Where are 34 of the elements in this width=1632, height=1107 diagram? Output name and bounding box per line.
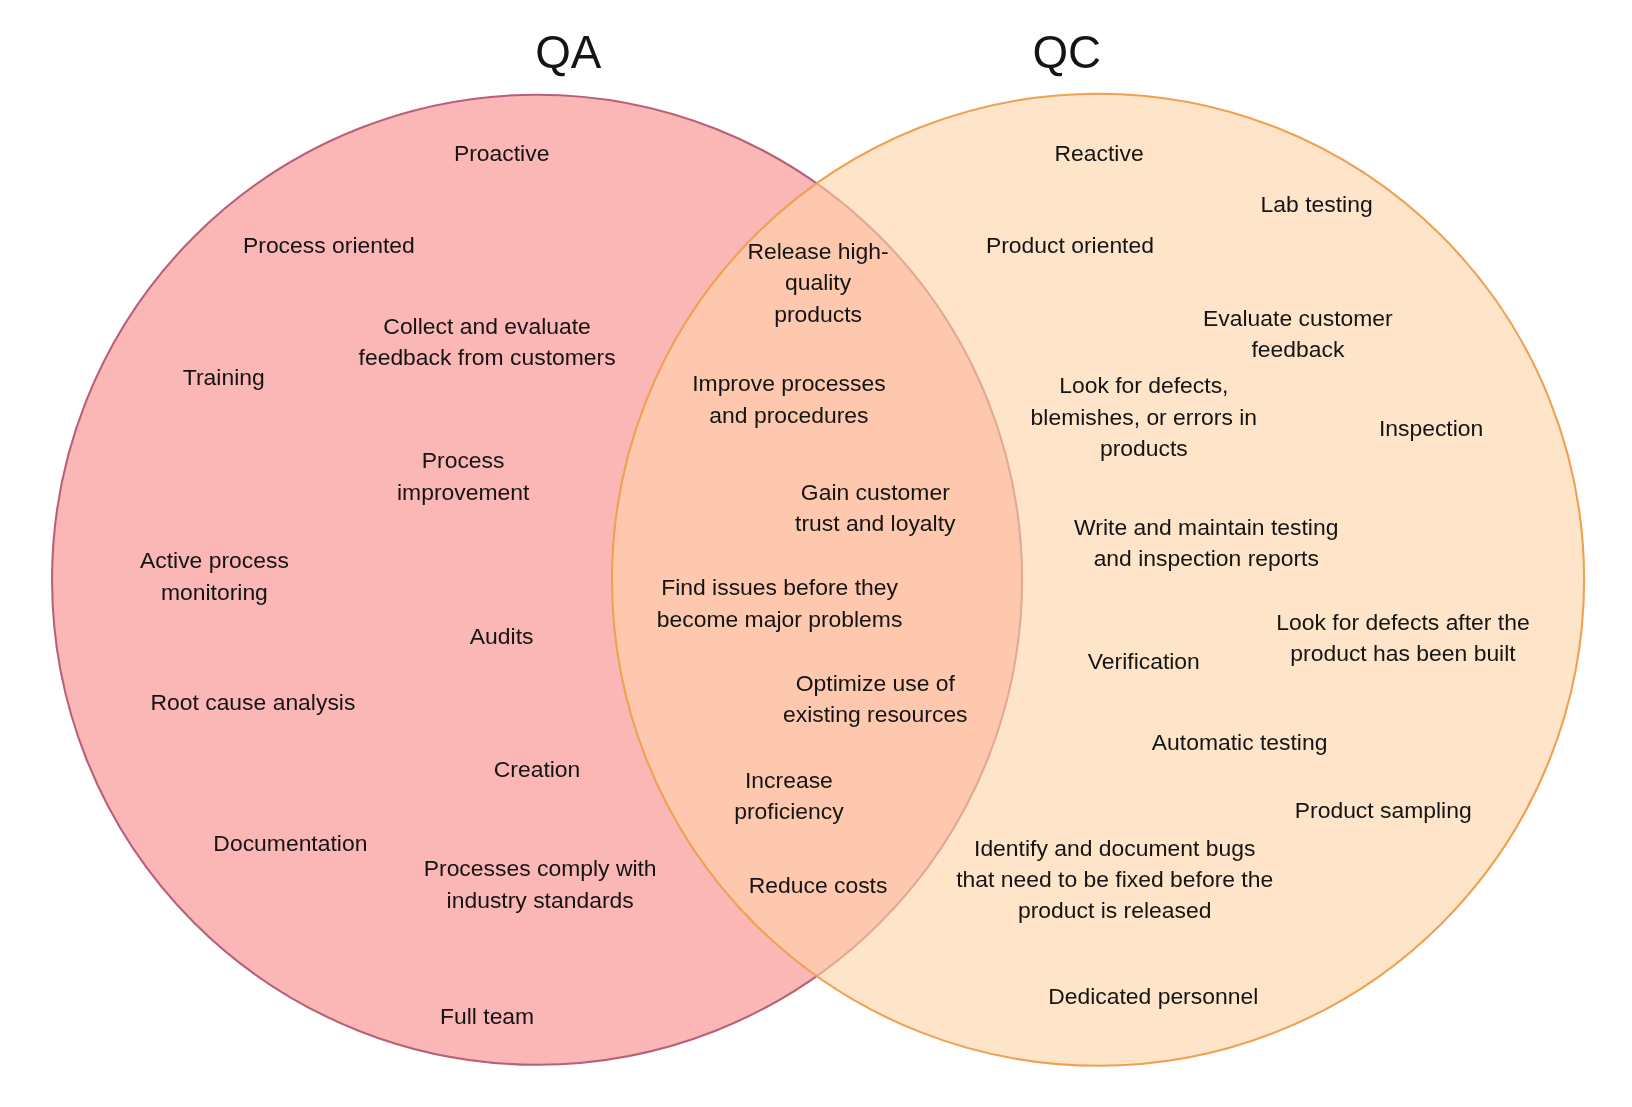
trait-text: Evaluate customer feedback bbox=[1202, 303, 1394, 365]
set-title: QA bbox=[535, 26, 602, 79]
shared-trait-text: Reduce costs bbox=[748, 871, 888, 901]
trait-text: Product sampling bbox=[1294, 796, 1472, 826]
trait-text: Audits bbox=[469, 622, 534, 652]
trait-text: Training bbox=[182, 363, 265, 393]
shared-trait-text: Increase proficiency bbox=[733, 766, 845, 827]
shared-trait-text: Release high-quality products bbox=[746, 237, 890, 329]
trait-text: Processes comply with industry standards bbox=[422, 854, 658, 915]
trait-text: Inspection bbox=[1378, 414, 1484, 444]
trait-text: Identify and document bugs that need to be fixed before the product is released bbox=[955, 833, 1275, 926]
trait-text: Root cause analysis bbox=[150, 688, 356, 718]
trait-text: Proactive bbox=[453, 139, 550, 169]
trait-text: Documentation bbox=[213, 829, 368, 859]
trait-text: Lab testing bbox=[1260, 190, 1373, 220]
shared-trait-text: Improve processes and procedures bbox=[691, 369, 887, 430]
shared-trait-text: Optimize use of existing resources bbox=[782, 669, 969, 730]
trait-text: Dedicated personnel bbox=[1048, 982, 1259, 1012]
trait-text: Active process monitoring bbox=[138, 546, 290, 607]
trait-text: Collect and evaluate feedback from customers bbox=[357, 312, 617, 373]
trait-text: Write and maintain testing and inspection reports bbox=[1073, 513, 1340, 574]
set-title: QC bbox=[1032, 26, 1102, 79]
trait-text: Creation bbox=[493, 755, 581, 785]
trait-text: Full team bbox=[440, 1002, 535, 1032]
trait-text: Process oriented bbox=[243, 231, 415, 261]
trait-text: Look for defects after the product has been built bbox=[1275, 607, 1531, 669]
shared-trait-text: Find issues before they become major problems bbox=[655, 573, 904, 634]
trait-text: Product oriented bbox=[985, 231, 1154, 261]
trait-text: Process improvement bbox=[396, 446, 531, 507]
trait-text: Reactive bbox=[1054, 139, 1144, 169]
trait-text: Look for defects, blemishes, or errors in products bbox=[1029, 371, 1259, 464]
trait-text: Verification bbox=[1087, 647, 1200, 677]
trait-text: Automatic testing bbox=[1151, 728, 1328, 758]
shared-trait-text: Gain customer trust and loyalty bbox=[794, 477, 957, 538]
